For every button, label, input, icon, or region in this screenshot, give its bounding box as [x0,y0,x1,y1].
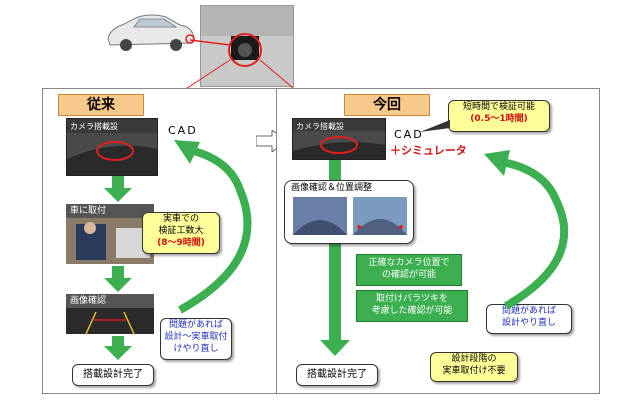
left-flow-arrow-2 [104,266,132,296]
right-note2-line2: 実車取付け不要 [442,366,506,376]
left-note-line3: けやり直し [173,344,219,354]
right-note2-line1: 設計段階の [451,354,497,364]
right-green1-line1: 正確なカメラ位置で [368,258,450,268]
left-feedback-arrow [174,140,252,314]
right-done-box: 搭載設計完了 [296,364,378,386]
right-callout-short-time: 短時間で検証可能 (0.5～1時間) [448,100,550,132]
left-callout-line3: (8～9時間) [157,238,205,248]
right-callout-pointer [420,120,450,132]
left-callout-workload: 実車での 検証工数大 (8～9時間) [142,212,220,254]
left-note-redo: 問題があれば 設計～実車取付 けやり直し [160,318,232,360]
left-step-mount: 車に取付 [66,204,154,218]
right-benefit-accurate-position: 正確なカメラ位置で の確認が可能 [356,254,462,286]
left-cad-label: CAD [168,124,198,137]
left-flow-arrow-3 [104,336,132,364]
left-done-label: 搭載設計完了 [83,369,143,380]
right-camera-design-image: カメラ搭載設 [292,118,386,160]
car-image [100,5,200,55]
left-rearview-image [66,308,154,335]
right-camera-label: カメラ搭載設 [296,122,344,131]
left-step-image: 画像確認 [66,294,154,308]
right-flow-arrow-down-long [320,160,350,360]
right-note-line1: 問題があれば [501,306,556,316]
right-note-redo: 問題があれば 設計やり直し [486,304,572,334]
right-cad-label: CAD [394,128,424,141]
right-callout-line1: 短時間で検証可能 [462,102,535,112]
left-callout-line2: 検証工数大 [158,226,204,236]
right-sim-label: ＋シミュレータ [390,144,467,157]
right-note-line2: 設計やり直し [501,318,556,328]
left-note-line2: 設計～実車取付 [164,332,228,342]
right-feedback-arrow [484,150,569,310]
right-note-no-vehicle: 設計段階の 実車取付け不要 [430,352,518,382]
right-done-label: 搭載設計完了 [307,369,367,380]
right-green1-line2: の確認が可能 [381,270,436,280]
camera-closeup-photo [200,5,294,87]
tab-new: 今回 [344,94,430,116]
right-callout-line2: (0.5～1時間) [470,114,528,124]
right-benefit-variation: 取付けバラツキを 考慮した確認が可能 [356,290,468,322]
left-mount-photo [66,218,154,264]
right-image-check-box: 画像確認＆位置調整 [284,180,414,244]
left-note-line1: 問題があれば [168,320,223,330]
left-camera-label: カメラ搭載設 [70,122,118,131]
left-callout-line1: 実車での [162,214,199,224]
left-flow-arrow-1 [104,176,132,206]
tab-conventional: 従来 [58,94,144,116]
left-camera-design-image: カメラ搭載設 [66,118,158,176]
left-done-box: 搭載設計完了 [72,364,154,386]
right-green2-line1: 取付けバラツキを [375,294,448,304]
right-image-title: 画像確認＆位置調整 [291,183,373,193]
right-green2-line2: 考慮した確認が可能 [371,306,453,316]
